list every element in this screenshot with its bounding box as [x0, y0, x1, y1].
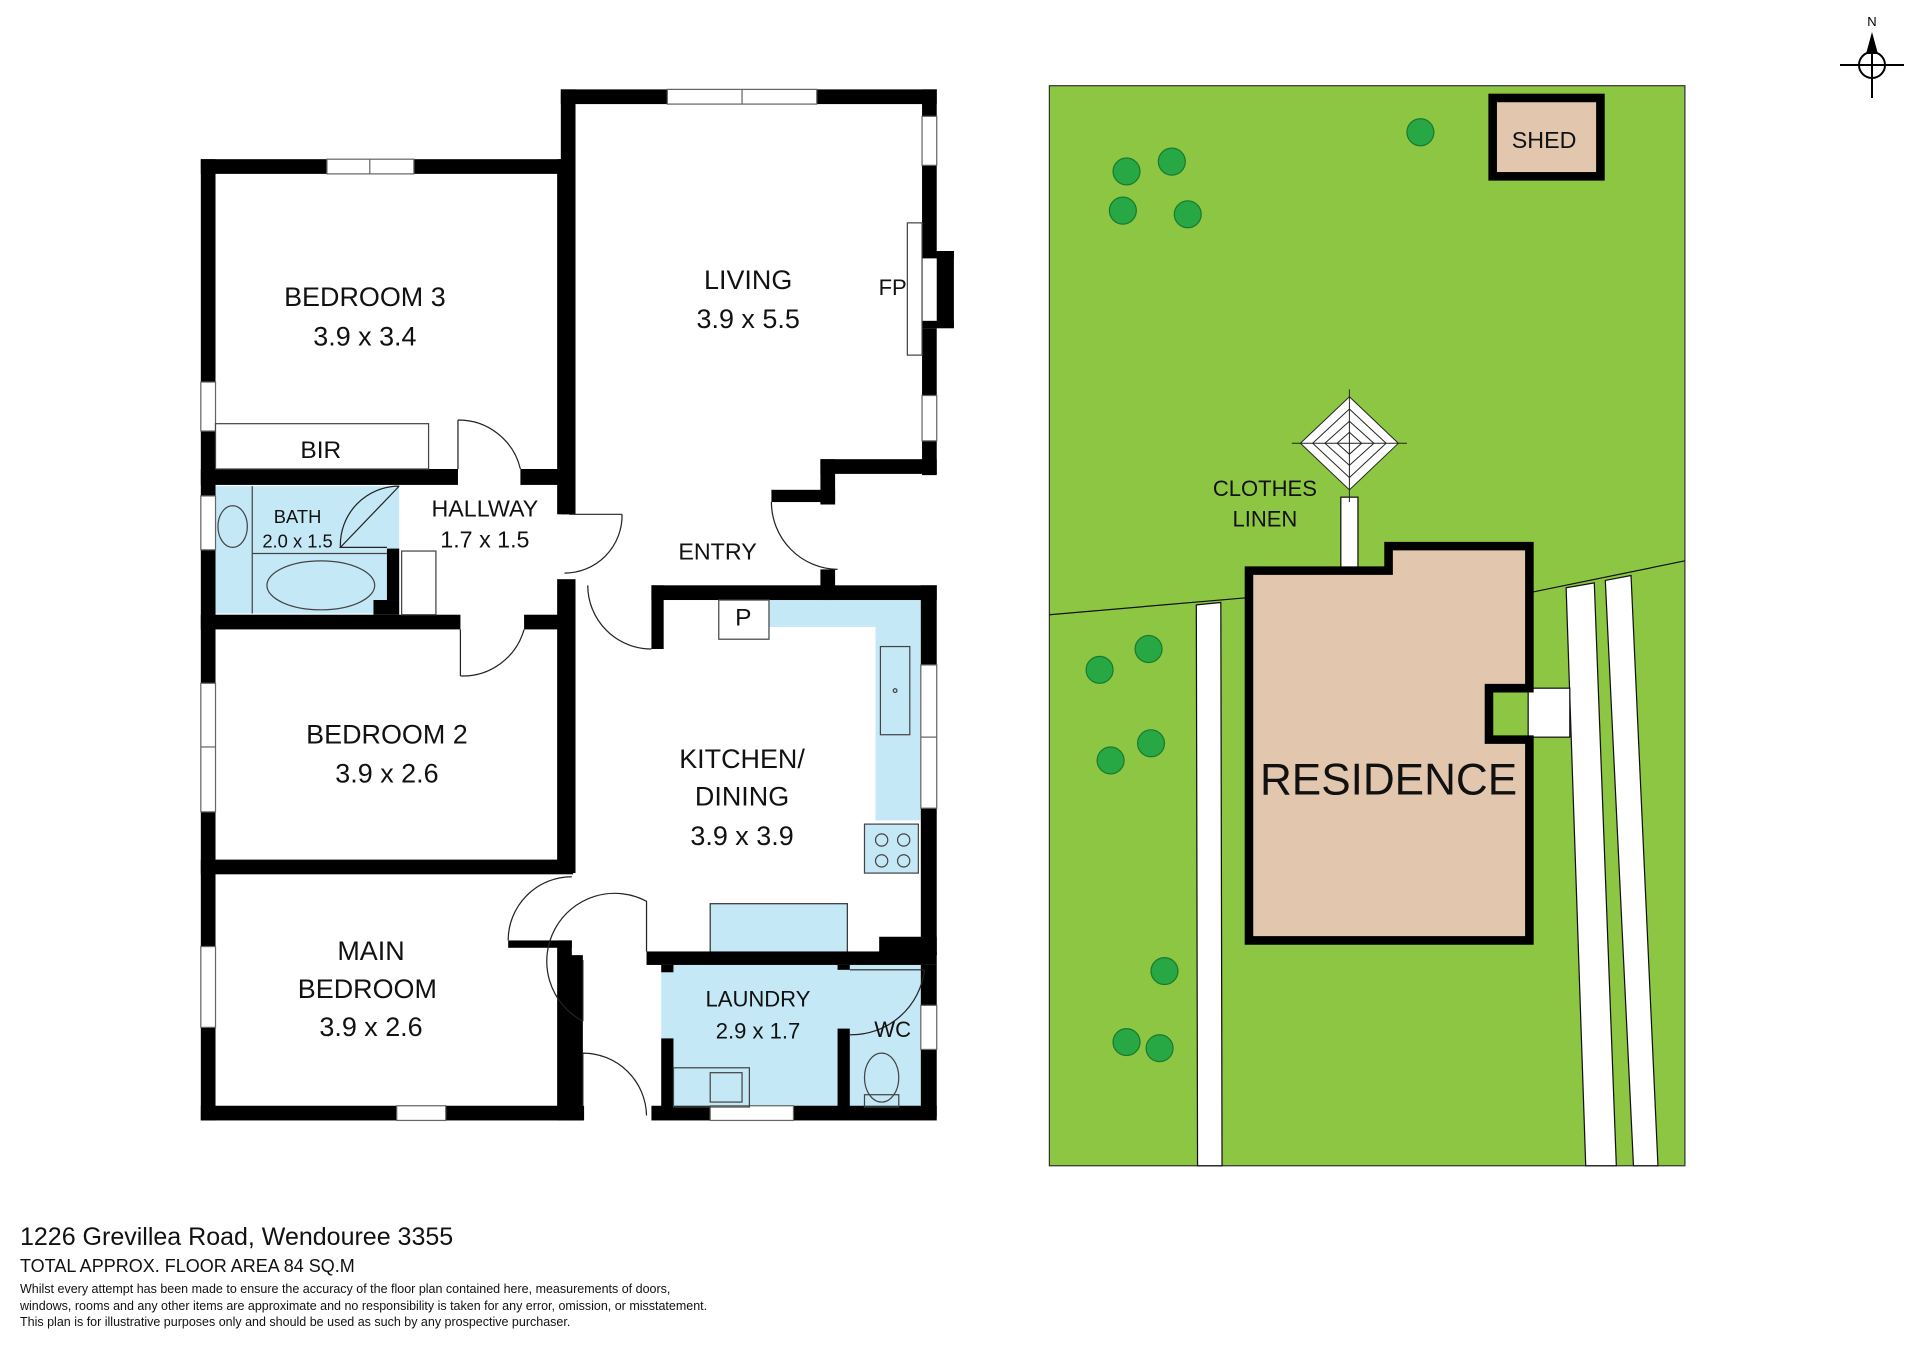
clothesline-icon [1291, 389, 1407, 503]
room-label-dining: DINING [695, 782, 789, 812]
room-label-bedroom2: BEDROOM 2 [306, 719, 468, 749]
tree-icon [1173, 200, 1202, 229]
room-label-kitchen: KITCHEN/ [679, 744, 805, 774]
tree-icon [1145, 1034, 1174, 1063]
room-size-laundry: 2.9 x 1.7 [716, 1018, 801, 1043]
room-label-bedroom3: BEDROOM 3 [284, 282, 446, 312]
footer: 1226 Grevillea Road, Wendouree 3355 TOTA… [20, 1222, 780, 1331]
basin-icon [217, 505, 248, 548]
pantry-label: P [735, 605, 751, 632]
room-size-kitchen: 3.9 x 3.9 [690, 821, 793, 851]
room-size-bath: 2.0 x 1.5 [262, 530, 332, 551]
linen-cupboard [401, 550, 437, 616]
disclaimer-line: windows, rooms and any other items are a… [20, 1298, 708, 1313]
tree-icon [1085, 655, 1114, 684]
built-in-robe [214, 423, 430, 470]
disclaimer-line: Whilst every attempt has been made to en… [20, 1282, 671, 1296]
sink-icon [879, 645, 911, 736]
room-label-laundry: LAUNDRY [706, 987, 811, 1012]
toilet-icon [863, 1052, 900, 1103]
cooktop-icon [863, 823, 919, 874]
fireplace-label: FP [879, 275, 907, 300]
tree-icon [1108, 196, 1137, 225]
tree-icon [1157, 147, 1186, 176]
walls [200, 89, 954, 1121]
property-address: 1226 Grevillea Road, Wendouree 3355 [20, 1223, 454, 1251]
paths [1195, 496, 1659, 1167]
doors [338, 419, 926, 1116]
room-size-hallway: 1.7 x 1.5 [440, 526, 529, 552]
windows [200, 88, 938, 1122]
trough-icon [672, 1067, 750, 1108]
disclaimer: Whilst every attempt has been made to en… [20, 1281, 780, 1331]
fixtures [214, 222, 923, 1108]
wet-areas [215, 486, 921, 1107]
north-arrow-icon: N [1840, 14, 1904, 98]
tree-icon [1136, 729, 1166, 758]
tree-icon [1112, 157, 1141, 186]
room-label-entry: ENTRY [678, 539, 756, 565]
shed-building [1488, 93, 1605, 181]
shed-label: SHED [1512, 127, 1577, 153]
room-label-living: LIVING [704, 265, 792, 295]
residence-label: RESIDENCE [1260, 756, 1517, 805]
compass: N [1832, 10, 1912, 102]
fireplace-hearth [906, 222, 923, 356]
room-size-bedroom3: 3.9 x 3.4 [313, 321, 416, 351]
pantry [718, 599, 770, 640]
tree-icon [1096, 746, 1125, 775]
tree-icon [1406, 118, 1435, 147]
site-plan: RESIDENCE SHED CLOTHES LINEN [1048, 85, 1686, 1167]
svg-text:N: N [1867, 14, 1876, 29]
room-label-bir: BIR [300, 437, 341, 464]
room-label-bedroom: BEDROOM [298, 974, 437, 1004]
tree-icon [1134, 634, 1163, 664]
total-floor-area: TOTAL APPROX. FLOOR AREA 84 SQ.M [20, 1256, 355, 1276]
room-label-wc: WC [874, 1017, 911, 1042]
disclaimer-line: This plan is for illustrative purposes o… [20, 1315, 571, 1329]
room-size-living: 3.9 x 5.5 [697, 304, 800, 334]
room-label-bath: BATH [274, 506, 322, 527]
residence-building [1244, 541, 1534, 945]
floor-plan: BEDROOM 3 3.9 x 3.4 LIVING 3.9 x 5.5 FP … [200, 88, 954, 1122]
clothesline-label-1: CLOTHES [1213, 476, 1317, 501]
room-labels: BEDROOM 3 3.9 x 3.4 LIVING 3.9 x 5.5 FP … [262, 265, 911, 1043]
room-label-main: MAIN [337, 936, 404, 966]
trees [1085, 118, 1435, 1063]
bathtub-icon [266, 560, 376, 611]
room-size-bedroom2: 3.9 x 2.6 [335, 758, 438, 788]
room-size-main: 3.9 x 2.6 [319, 1012, 422, 1042]
room-label-hallway: HALLWAY [431, 496, 538, 522]
tree-icon [1150, 956, 1179, 986]
clothesline-label-2: LINEN [1232, 507, 1297, 532]
tree-icon [1112, 1027, 1141, 1057]
